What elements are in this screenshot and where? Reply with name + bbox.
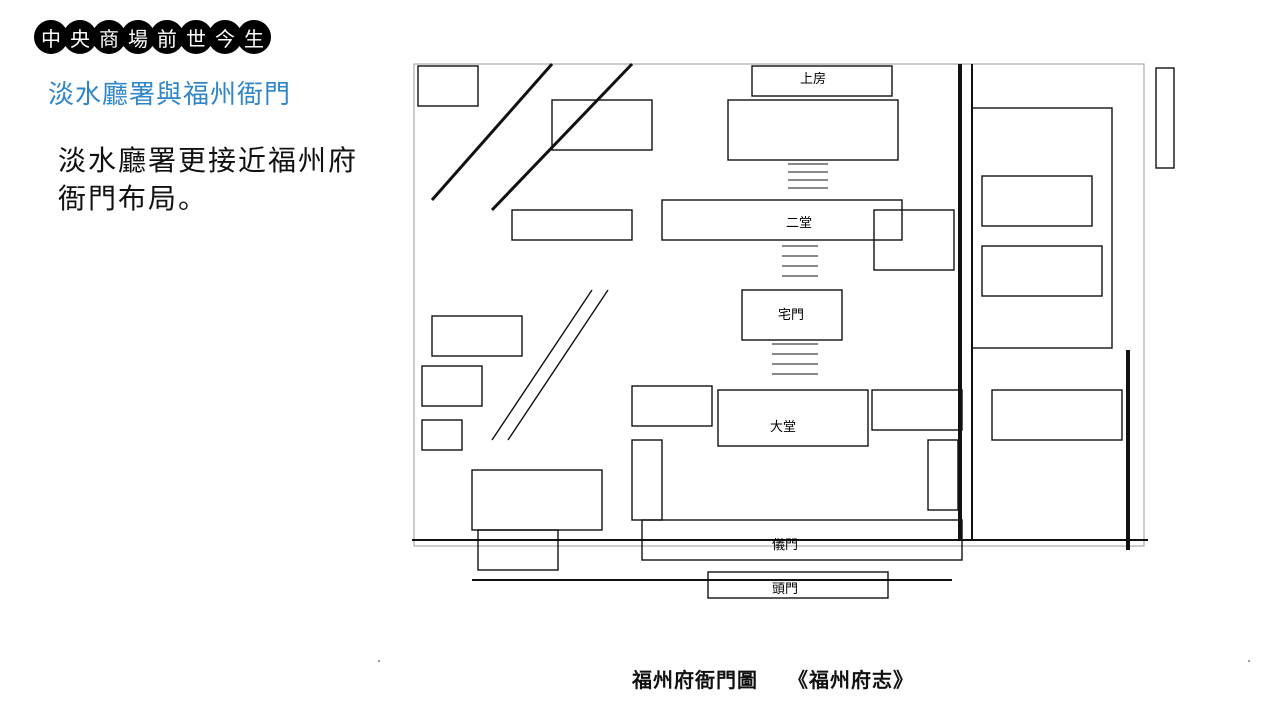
label-upper-room: 上房 xyxy=(800,72,827,87)
series-title-char: 前 xyxy=(150,20,184,54)
yamen-map-drawing xyxy=(412,62,1175,599)
series-title-char: 中 xyxy=(34,20,68,54)
label-second-hall: 二堂 xyxy=(786,216,813,231)
series-title-char: 央 xyxy=(63,20,97,54)
caption-title: 福州府衙門圖 xyxy=(632,668,758,692)
series-title-char: 商 xyxy=(92,20,126,54)
slide-corner-mark xyxy=(378,660,380,662)
slide-corner-mark xyxy=(1248,660,1250,662)
figure-caption: 福州府衙門圖 《福州府志》 xyxy=(632,664,914,693)
slide-body-text: 淡水廳署更接近福州府衙門布局。 xyxy=(58,144,359,215)
slide-subtitle: 淡水廳署與福州衙門 xyxy=(48,80,292,110)
label-front-gate: 頭門 xyxy=(772,582,799,597)
series-title-char: 生 xyxy=(237,20,271,54)
caption-source: 《福州府志》 xyxy=(788,668,914,692)
yamen-map-illustration: 上房 二堂 宅門 大堂 儀門 頭門 xyxy=(412,60,1176,640)
label-main-hall: 大堂 xyxy=(770,420,797,435)
label-residence-gate: 宅門 xyxy=(778,308,805,323)
series-title-char: 今 xyxy=(208,20,242,54)
series-title: 中 央 商 場 前 世 今 生 xyxy=(34,20,271,54)
label-ceremonial-gate: 儀門 xyxy=(772,538,799,553)
